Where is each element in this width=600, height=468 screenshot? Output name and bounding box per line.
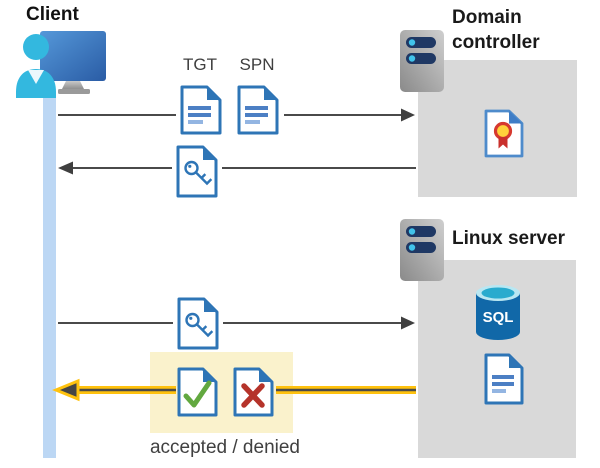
client-lifeline <box>43 94 56 458</box>
keytab-document-icon <box>484 353 524 405</box>
client-icon <box>16 31 106 98</box>
key-ticket-document-icon <box>177 297 219 350</box>
domain-controller-title: Domain controller <box>452 7 540 53</box>
arrow-client-to-linux <box>58 316 415 330</box>
accepted-denied-label: accepted / denied <box>149 437 300 458</box>
spn-document-icon <box>237 85 279 135</box>
spn-label: SPN <box>239 55 275 74</box>
sql-database-icon: SQL <box>476 285 520 340</box>
arrow-result-to-client <box>52 378 416 402</box>
denied-x-document-icon <box>233 367 274 417</box>
client-label: Client <box>26 4 79 25</box>
tgt-label: TGT <box>183 55 217 74</box>
tgt-document-icon <box>180 85 222 135</box>
server-icon <box>400 219 444 281</box>
key-ticket-document-icon <box>176 145 218 198</box>
linux-server-title: Linux server <box>452 228 565 249</box>
certificate-document-icon <box>484 109 524 158</box>
arrow-dc-to-client <box>58 161 416 175</box>
sql-label: SQL <box>483 309 514 326</box>
server-icon <box>400 30 444 92</box>
arrow-client-to-dc <box>58 108 415 122</box>
accepted-check-document-icon <box>177 367 218 417</box>
